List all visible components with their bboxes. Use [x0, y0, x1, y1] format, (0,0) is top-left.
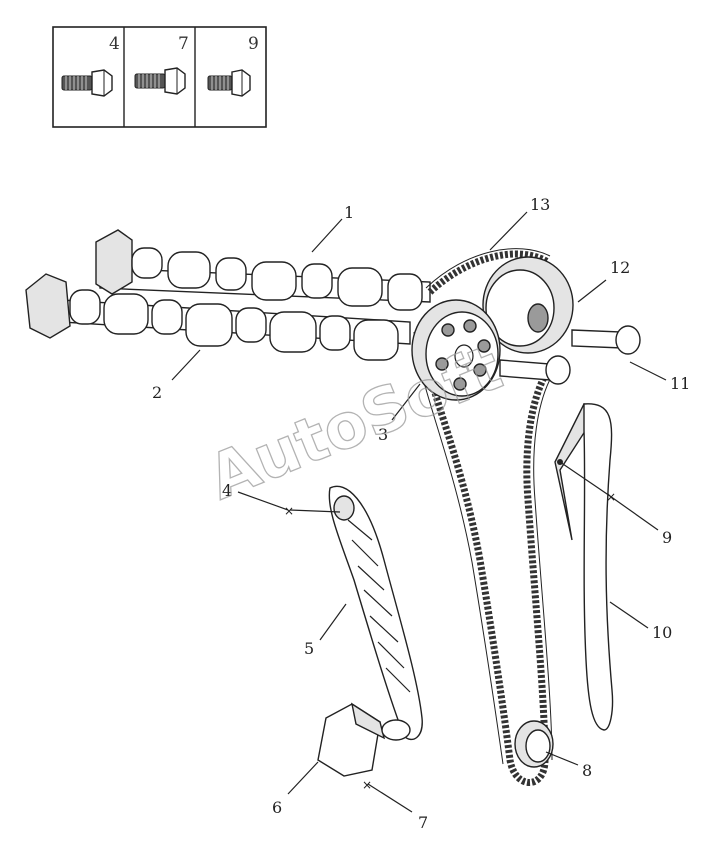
legend-number-4: 4	[109, 34, 120, 54]
callout-12: 12	[610, 258, 630, 277]
callout-6: 6	[272, 798, 282, 817]
bolt-icon	[61, 69, 113, 97]
callout-13: 13	[530, 195, 550, 214]
bolt-legend: 4 7 9	[52, 26, 267, 128]
callout-7: 7	[418, 813, 428, 832]
tensioner-guide	[328, 485, 423, 741]
sprocket-bolts	[499, 325, 641, 385]
callout-3: 3	[378, 425, 388, 444]
callout-10: 10	[652, 623, 672, 642]
callout-labels: 1 2 3 4 5 6 7 8 9 10 11 12 13	[152, 195, 690, 832]
lower-camshaft	[25, 273, 411, 361]
callout-1: 1	[344, 203, 354, 222]
svg-text:×: ×	[362, 778, 372, 792]
timing-chain	[413, 248, 555, 786]
callout-11: 11	[670, 374, 690, 393]
upper-camshaft	[95, 229, 431, 311]
fixed-chain-guide	[554, 403, 614, 731]
leader-lines: × × ×	[171, 211, 667, 813]
svg-text:×: ×	[606, 490, 616, 504]
callout-8: 8	[582, 761, 592, 780]
chain-tensioner	[317, 702, 411, 777]
callout-2: 2	[152, 383, 162, 402]
intake-sprocket	[482, 256, 574, 354]
callout-4: 4	[222, 481, 232, 500]
legend-number-9: 9	[248, 34, 259, 54]
exhaust-sprocket	[411, 299, 501, 401]
bolt-icon	[134, 67, 186, 95]
svg-text:×: ×	[284, 504, 294, 518]
bolt-icon	[207, 69, 251, 97]
crankshaft-sprocket	[514, 720, 554, 768]
legend-number-7: 7	[178, 34, 189, 54]
callout-9: 9	[662, 528, 672, 547]
callout-5: 5	[304, 639, 314, 658]
